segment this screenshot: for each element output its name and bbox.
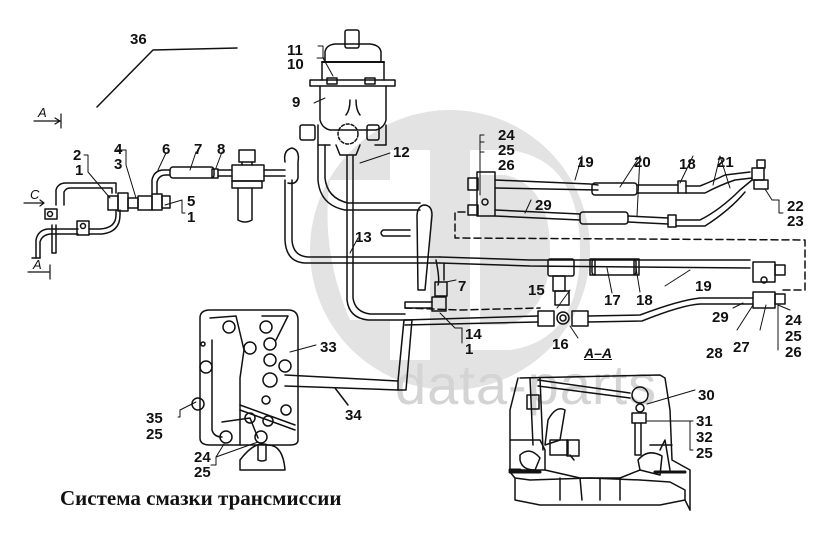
callout-18-top: 18 (679, 156, 696, 173)
callout-30: 30 (698, 387, 715, 404)
callout-14: 14 (465, 326, 482, 343)
callout-1-left: 1 (75, 162, 84, 179)
callout-17: 17 (604, 292, 621, 309)
callout-1-mid: 1 (187, 209, 196, 226)
callout-33: 33 (320, 339, 337, 356)
callout-2: 2 (73, 147, 82, 164)
callout-19-top: 19 (577, 154, 594, 171)
callout-31: 31 (696, 413, 713, 430)
callout-26-top: 26 (498, 157, 515, 174)
callout-28: 28 (706, 345, 723, 362)
callout-24-gearbox: 24 (194, 449, 211, 466)
left-pipe-assembly (31, 147, 300, 259)
filter-assembly (299, 29, 396, 156)
callout-8: 8 (217, 141, 226, 158)
section-marker-a-top: A (38, 105, 47, 120)
gearbox-housing (191, 309, 413, 471)
callout-20: 20 (634, 154, 651, 171)
callout-6: 6 (162, 141, 171, 158)
section-aa-label: A–A (584, 345, 613, 361)
callout-19-bottom: 19 (695, 278, 712, 295)
callout-25-gearbox-left: 25 (146, 426, 163, 443)
callout-27: 27 (733, 339, 750, 356)
callout-24-top: 24 (498, 127, 515, 144)
callout-1-right: 1 (465, 341, 474, 358)
callout-3: 3 (114, 156, 123, 173)
callout-10: 10 (287, 56, 304, 73)
callout-22: 22 (787, 198, 804, 215)
callout-18-bottom: 18 (636, 292, 653, 309)
callout-21: 21 (717, 154, 734, 171)
lower-right-pipes (404, 258, 786, 327)
callout-5: 5 (187, 193, 196, 210)
callout-7-top: 7 (194, 141, 203, 158)
callout-13: 13 (355, 229, 372, 246)
callout-25-gearbox-bottom: 25 (194, 464, 211, 481)
leader-36 (96, 47, 238, 108)
section-arrows (23, 113, 62, 280)
callout-24-bottom: 24 (785, 312, 802, 329)
callout-36: 36 (130, 31, 147, 48)
callout-35: 35 (146, 410, 163, 427)
section-marker-c: C (30, 187, 40, 202)
callout-12: 12 (393, 144, 410, 161)
section-aa-drawing (508, 374, 691, 511)
callout-25-bottom: 25 (785, 328, 802, 345)
callout-7-mid: 7 (458, 278, 467, 295)
callout-23: 23 (787, 213, 804, 230)
callout-32: 32 (696, 429, 713, 446)
callout-15: 15 (528, 282, 545, 299)
section-marker-a-left: A (33, 257, 42, 272)
callout-4: 4 (114, 141, 123, 158)
upper-right-pipes (454, 159, 806, 291)
callout-9: 9 (292, 94, 301, 111)
callout-29-top: 29 (535, 197, 552, 214)
leader-lines (83, 45, 791, 466)
callout-16: 16 (552, 336, 569, 353)
diagram-caption: Система смазки трансмиссии (60, 486, 342, 510)
watermark-text: data-parts (395, 353, 658, 416)
callout-29-bottom: 29 (712, 309, 729, 326)
callout-25-section: 25 (696, 445, 713, 462)
callout-11: 11 (287, 42, 303, 59)
callout-25-top: 25 (498, 142, 515, 159)
callout-26-bottom: 26 (785, 344, 802, 361)
callout-34: 34 (345, 407, 362, 424)
central-pipes (284, 144, 751, 321)
